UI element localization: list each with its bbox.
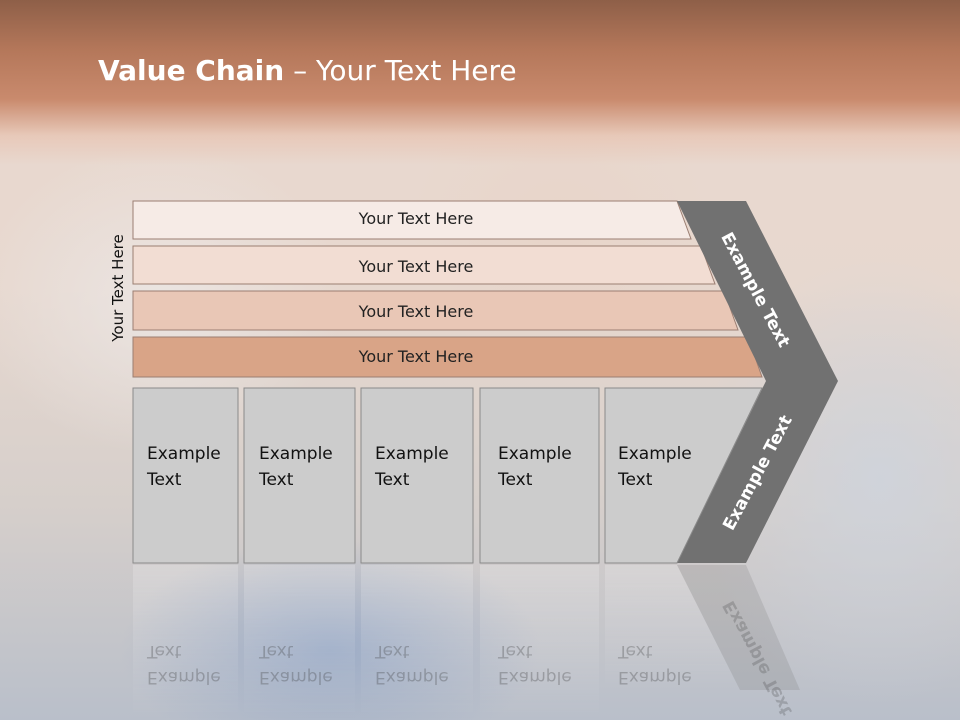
primary-activities: Example Text Example Text Example Text E… — [132, 387, 763, 564]
activity-box-1-line1: Example — [147, 444, 221, 464]
activity-box-4-line1: Example — [498, 444, 572, 464]
reflection-box-3-line1: Example — [375, 667, 449, 687]
support-bar-3[interactable]: Your Text Here — [132, 290, 739, 331]
support-bar-1-label: Your Text Here — [358, 209, 474, 228]
activity-box-2-line2: Text — [258, 470, 294, 490]
activity-box-3-line2: Text — [374, 470, 410, 490]
reflection-box-3-line2: Text — [374, 641, 410, 661]
activity-box-2[interactable]: Example Text — [243, 387, 356, 564]
activity-box-1-shape — [132, 387, 239, 564]
support-bar-4-label: Your Text Here — [358, 347, 474, 366]
title-bold: Value Chain — [98, 54, 285, 87]
support-bar-1-shape — [132, 200, 692, 240]
activity-box-5-line2: Text — [617, 470, 653, 490]
margin-arrow-top — [677, 201, 838, 381]
reflection-box-1 — [133, 565, 238, 720]
title-rest: – Your Text Here — [284, 54, 517, 87]
reflection-box-5-line2: Text — [617, 641, 653, 661]
reflection-arrow — [677, 565, 800, 690]
margin-arrow-bottom — [677, 381, 838, 563]
activity-box-3-shape — [360, 387, 474, 564]
activity-box-5-line1: Example — [618, 444, 692, 464]
reflection-box-2-line1: Example — [259, 667, 333, 687]
activity-box-5-shape — [604, 387, 763, 564]
reflection-box-4-line2: Text — [497, 641, 533, 661]
activity-box-4[interactable]: Example Text — [479, 387, 600, 564]
activity-box-2-shape — [243, 387, 356, 564]
activity-box-3-line1: Example — [375, 444, 449, 464]
activity-box-4-shape — [479, 387, 600, 564]
reflection-box-2-line2: Text — [258, 641, 294, 661]
support-bar-3-shape — [132, 290, 739, 331]
reflection-box-5 — [605, 565, 740, 690]
reflection-box-1-line1: Example — [147, 667, 221, 687]
support-activities: Your Text Here Your Text Here Your Text … — [132, 200, 763, 378]
support-bar-4-shape — [132, 336, 763, 378]
reflection-box-1-line2: Text — [146, 641, 182, 661]
activity-box-4-line2: Text — [497, 470, 533, 490]
reflection-box-2 — [244, 565, 355, 720]
activity-box-5[interactable]: Example Text — [604, 387, 763, 564]
reflection-box-4-line1: Example — [498, 667, 572, 687]
reflection-box-3 — [361, 565, 473, 720]
activity-box-3[interactable]: Example Text — [360, 387, 474, 564]
support-bar-4[interactable]: Your Text Here — [132, 336, 763, 378]
activity-box-1-line2: Text — [146, 470, 182, 490]
activity-box-1[interactable]: Example Text — [132, 387, 239, 564]
title-banner — [0, 0, 960, 165]
activity-box-2-line1: Example — [259, 444, 333, 464]
support-bar-2[interactable]: Your Text Here — [132, 245, 716, 285]
reflection — [133, 565, 800, 720]
support-bar-1[interactable]: Your Text Here — [132, 200, 692, 240]
support-bar-3-label: Your Text Here — [358, 302, 474, 321]
slide-title: Value Chain – Your Text Here — [98, 54, 517, 87]
reflection-box-4 — [480, 565, 599, 720]
support-bar-2-shape — [132, 245, 716, 285]
support-bar-2-label: Your Text Here — [358, 257, 474, 276]
reflection-box-5-line1: Example — [618, 667, 692, 687]
